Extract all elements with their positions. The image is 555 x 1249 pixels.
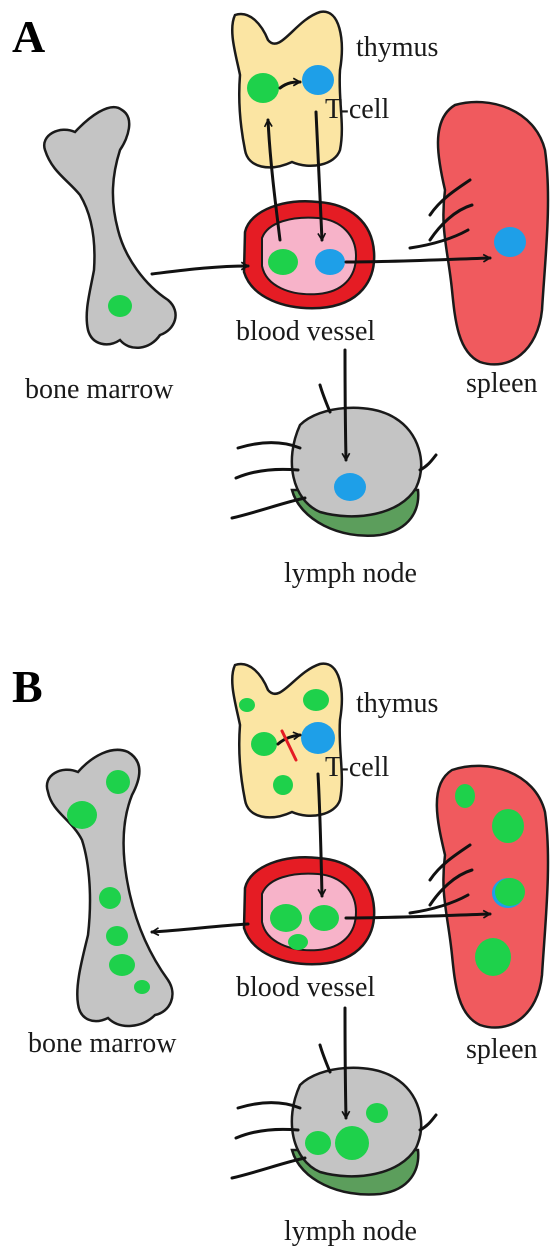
thymus-b xyxy=(232,664,342,818)
lymph-node-shape xyxy=(292,408,421,517)
blue-t-cell xyxy=(315,249,345,275)
green-cell xyxy=(492,809,524,843)
arrow-marrow-to-vessel xyxy=(152,266,248,274)
arrow-vessel-to-lymph-node xyxy=(345,1008,346,1118)
green-cell xyxy=(239,698,255,712)
blood-vessel-b xyxy=(244,857,374,964)
green-cell xyxy=(495,878,525,906)
label-spleen-a: spleen xyxy=(466,368,538,399)
arrow-vessel-to-marrow xyxy=(152,924,248,932)
green-cell xyxy=(303,689,329,711)
spleen-shape xyxy=(438,102,548,364)
label-blood-vessel-b: blood vessel xyxy=(236,972,375,1003)
green-cell xyxy=(305,1131,331,1155)
blue-t-cell xyxy=(302,65,334,95)
panel-b-letter: B xyxy=(12,661,43,712)
green-cell xyxy=(288,934,308,950)
panel-a-letter: A xyxy=(12,11,45,62)
panel-a: A bone marrow thymus T-cell blood vessel xyxy=(12,11,548,589)
panel-b: B bone marrow thymus T-cell xyxy=(12,661,548,1247)
bone-marrow-b xyxy=(47,750,173,1026)
label-lymph-node-a: lymph node xyxy=(284,558,417,589)
lymph-node-a xyxy=(232,385,436,536)
label-spleen-b: spleen xyxy=(466,1034,538,1065)
blue-t-cell xyxy=(334,473,366,501)
green-cell xyxy=(309,905,339,931)
blue-t-cell xyxy=(494,227,526,257)
label-t-cell-a: T-cell xyxy=(325,94,389,125)
green-cell xyxy=(106,926,128,946)
label-bone-marrow-a: bone marrow xyxy=(25,374,174,405)
green-cell xyxy=(99,887,121,909)
green-cell xyxy=(475,938,511,976)
label-bone-marrow-b: bone marrow xyxy=(28,1028,177,1059)
green-cell xyxy=(366,1103,388,1123)
green-cell xyxy=(134,980,150,994)
arrow-vessel-to-lymph-node xyxy=(345,350,346,460)
green-cell xyxy=(106,770,130,794)
thymus-a xyxy=(232,12,342,168)
green-cell xyxy=(247,73,279,103)
green-cell xyxy=(270,904,302,932)
green-cell xyxy=(108,295,132,317)
green-cell xyxy=(268,249,298,275)
spleen-a xyxy=(410,102,548,364)
green-cell xyxy=(109,954,135,976)
label-blood-vessel-a: blood vessel xyxy=(236,316,375,347)
spleen-shape xyxy=(437,766,548,1028)
label-thymus-a: thymus xyxy=(356,32,438,63)
green-cell xyxy=(335,1126,369,1160)
blue-t-cell xyxy=(301,722,335,754)
spleen-b xyxy=(410,766,548,1028)
green-cell xyxy=(67,801,97,829)
label-t-cell-b: T-cell xyxy=(325,752,389,783)
lymph-node-shape xyxy=(292,1068,421,1177)
lymph-node-b xyxy=(232,1045,436,1195)
label-lymph-node-b: lymph node xyxy=(284,1216,417,1247)
bone-marrow-a xyxy=(44,107,175,348)
label-thymus-b: thymus xyxy=(356,688,438,719)
green-cell xyxy=(251,732,277,756)
green-cell xyxy=(273,775,293,795)
green-cell xyxy=(455,784,475,808)
blood-vessel-a xyxy=(244,201,374,308)
